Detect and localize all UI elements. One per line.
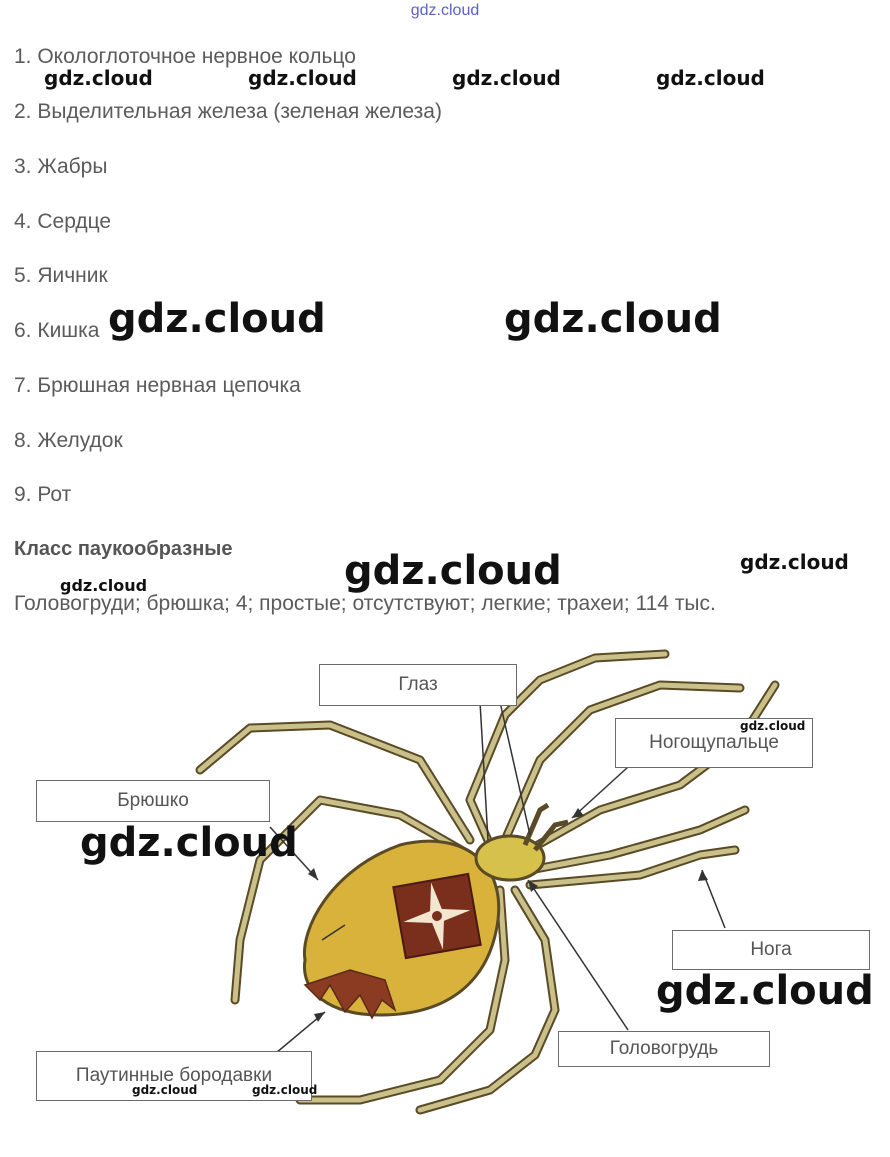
watermark: gdz.cloud [656, 968, 874, 1014]
list-item-6: 6. Кишка [14, 319, 100, 342]
watermark: gdz.cloud [344, 548, 562, 594]
list-item-2: 2. Выделительная железа (зеленая железа) [14, 100, 442, 123]
list-item-7: 7. Брюшная нервная цепочка [14, 374, 301, 397]
watermark: gdz.cloud [248, 66, 357, 90]
watermark: gdz.cloud [60, 576, 148, 595]
label-spinnerets: Паутинные бородавки [36, 1051, 312, 1101]
watermark: gdz.cloud [132, 1083, 198, 1097]
watermark: gdz.cloud [44, 66, 153, 90]
section-answer: Головогруди; брюшка; 4; простые; отсутст… [14, 592, 716, 615]
watermark: gdz.cloud [740, 550, 849, 574]
header-watermark: gdz.cloud [410, 2, 480, 19]
watermark: gdz.cloud [108, 296, 326, 342]
watermark: gdz.cloud [656, 66, 765, 90]
label-pedipalp: Ногощупальце [615, 718, 813, 768]
list-item-1: 1. Окологлоточное нервное кольцо [14, 45, 356, 68]
list-item-4: 4. Сердце [14, 210, 112, 233]
watermark: gdz.cloud [452, 66, 561, 90]
watermark: gdz.cloud [504, 296, 722, 342]
watermark: gdz.cloud [252, 1083, 318, 1097]
spider-figure: Глаз Ногощупальце Брюшко Нога Головогруд… [0, 640, 890, 1140]
list-item-8: 8. Желудок [14, 429, 123, 452]
list-item-5: 5. Яичник [14, 264, 108, 287]
label-abdomen: Брюшко [36, 780, 270, 822]
label-eye: Глаз [319, 664, 517, 706]
section-heading: Класс паукообразные [14, 538, 233, 560]
watermark: gdz.cloud [740, 719, 806, 733]
list-item-9: 9. Рот [14, 483, 72, 506]
label-cephalothorax: Головогрудь [558, 1031, 770, 1067]
list-item-3: 3. Жабры [14, 155, 108, 178]
spider-illustration [195, 649, 780, 1115]
watermark: gdz.cloud [80, 820, 298, 866]
label-leg: Нога [672, 930, 870, 970]
